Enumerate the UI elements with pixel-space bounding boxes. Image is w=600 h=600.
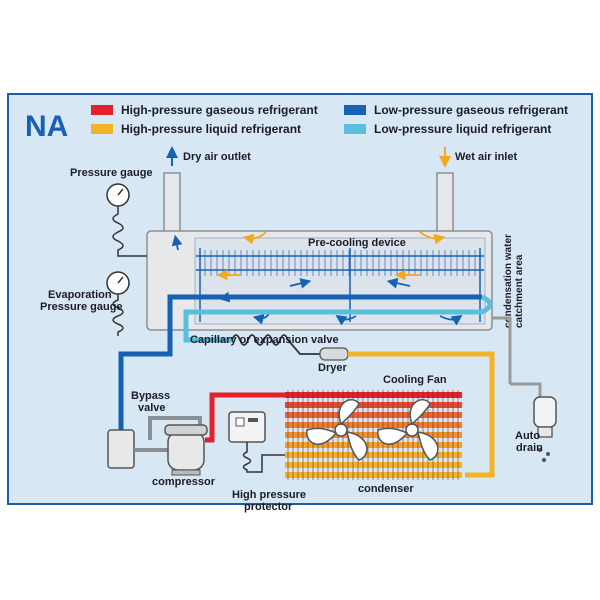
cooling-fan-label: Cooling Fan: [383, 374, 447, 386]
capillary-label: Capillary or expansion valve: [190, 334, 339, 346]
fan-icon: [306, 399, 368, 461]
pressure-gauge-icon: [106, 183, 147, 257]
dryer-icon: [319, 347, 349, 361]
legend-swatch-red: [91, 105, 113, 115]
condensation-label-1: condensation water: [503, 234, 514, 328]
dryer-label: Dryer: [318, 362, 347, 374]
legend: High-pressure gaseous refrigerant High-p…: [91, 103, 568, 136]
legend-label: Low-pressure gaseous refrigerant: [374, 103, 568, 117]
legend-swatch-blue: [344, 105, 366, 115]
fan-icon: [377, 399, 439, 461]
pre-cooling-label: Pre-cooling device: [308, 237, 406, 249]
drain-pipe: [492, 316, 512, 384]
hp-protector-label-1: High pressure: [232, 489, 306, 501]
inlet-stack: [436, 172, 454, 234]
pressure-gauge-label: Pressure gauge: [70, 167, 153, 179]
high-pressure-protector: [228, 411, 285, 473]
drain-icon: [510, 382, 557, 462]
high-pressure-liquid-line: [348, 351, 495, 478]
legend-label: High-pressure liquid refrigerant: [121, 122, 301, 136]
evaporation-label-2: Pressure gauge: [40, 301, 123, 313]
bypass-label-1: Bypass: [131, 390, 170, 402]
low-pressure-gas-line: [118, 294, 482, 460]
legend-label: Low-pressure liquid refrigerant: [374, 122, 551, 136]
pressure-gauge-icon: [106, 271, 130, 336]
low-pressure-liquid-line: [183, 294, 493, 343]
compressor-label: compressor: [152, 476, 216, 488]
legend-swatch-lightblue: [344, 124, 366, 134]
dry-air-outlet-label: Dry air outlet: [183, 151, 251, 163]
capillary-coil: [231, 334, 320, 355]
legend-label: High-pressure gaseous refrigerant: [121, 103, 318, 117]
auto-drain-label-1: Auto: [515, 430, 540, 442]
evaporation-label-1: Evaporation: [48, 289, 112, 301]
outlet-stack: [163, 172, 181, 234]
auto-drain-label-2: drain: [516, 442, 543, 454]
hp-protector-label-2: protector: [244, 501, 293, 513]
wet-air-inlet-label: Wet air inlet: [455, 151, 517, 163]
accumulator: [107, 429, 135, 469]
high-pressure-gas-line: [205, 392, 285, 443]
legend-swatch-yellow: [91, 124, 113, 134]
compressor-icon: [164, 424, 208, 476]
brand-logo: NA: [25, 110, 68, 143]
condenser-label: condenser: [358, 483, 414, 495]
condensation-label-2: catchment area: [514, 254, 525, 328]
bypass-label-2: valve: [138, 402, 166, 414]
